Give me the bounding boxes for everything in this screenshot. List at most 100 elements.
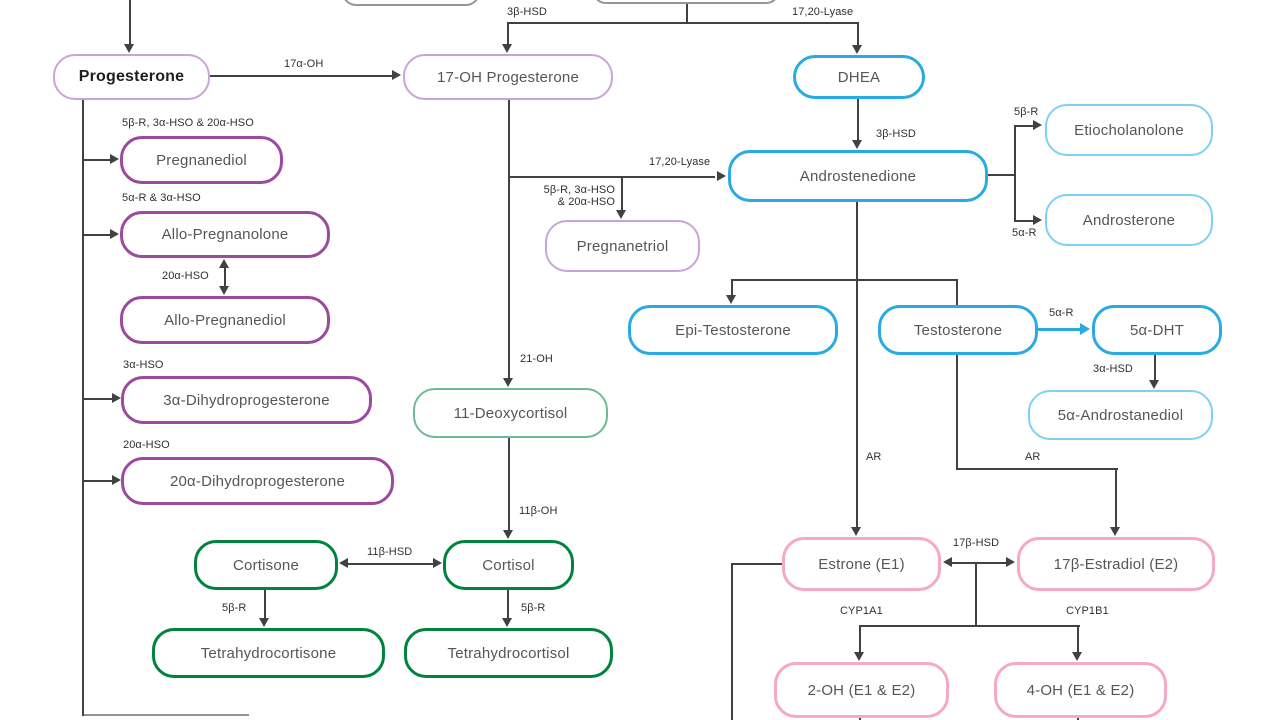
label-3b-hsd-andro: 3β-HSD [876,128,916,140]
label-11b-oh: 11β-OH [519,505,558,517]
edge-cortisone-cortisol [347,563,434,565]
label-5b-r-cortisone: 5β-R [222,602,247,614]
node-progesterone: Progesterone [53,54,210,100]
edge-2oh-stub [859,716,861,720]
edge-to-pregnanediol [83,159,110,161]
arrowhead [433,558,442,568]
arrowhead [1033,120,1042,130]
node-cortisone: Cortisone [194,540,338,590]
node-20a-dihydroprogesterone: 20α-Dihydroprogesterone [121,457,394,505]
edge-estrogen-split [859,625,1080,627]
label-3b-hsd: 3β-HSD [507,6,547,18]
edge-to-epi-testosterone [731,279,733,296]
label-17-20-lyase-andro: 17,20-Lyase [649,156,711,168]
edge-progesterone-trunk [82,100,84,716]
label-cyp1a1: CYP1A1 [840,605,883,617]
edge-estrone-left-v [731,563,733,720]
edge-into-progesterone [129,0,131,45]
cutoff-box-top-left [342,0,480,6]
node-estradiol: 17β-Estradiol (E2) [1017,537,1215,591]
arrowhead [110,229,119,239]
label-11b-hsd: 11β-HSD [367,546,413,558]
node-17oh-progesterone: 17-OH Progesterone [403,54,613,100]
edge-dht-androstanediol [1154,355,1156,381]
node-cortisol: Cortisol [443,540,574,590]
node-androsterone: Androsterone [1045,194,1213,246]
node-5a-dht: 5α-DHT [1092,305,1222,355]
edge-testosterone-dht [1038,328,1080,331]
edge-estrone-left-h [732,563,782,565]
edge-testosterone-estradiol-v [1115,468,1117,529]
node-estrone: Estrone (E1) [782,537,941,591]
edge-to-2oh [859,625,861,653]
arrowhead [503,530,513,539]
arrowhead [851,527,861,536]
label-allo-pregnanolone-enzymes: 5α-R & 3α-HSO [122,192,201,204]
node-etiocholanolone: Etiocholanolone [1045,104,1213,156]
node-allo-pregnanolone: Allo-Pregnanolone [120,211,330,258]
edge-estrogen-stem [975,563,977,627]
arrowhead [219,259,229,268]
arrowhead [110,154,119,164]
label-pregnanetriol-enzymes-1: 5β-R, 3α-HSO [543,184,615,196]
label-5b-r-etio: 5β-R [1014,106,1039,118]
node-11-deoxycortisol: 11-Deoxycortisol [413,388,608,438]
edge-estrone-estradiol [950,562,1008,564]
node-tetrahydrocortisol: Tetrahydrocortisol [404,628,613,678]
label-5b-r-cortisol: 5β-R [521,602,546,614]
arrowhead [112,393,121,403]
arrowhead [943,557,952,567]
node-pregnanetriol: Pregnanetriol [545,220,700,272]
arrowhead [852,45,862,54]
label-ar-left: AR [866,451,882,463]
arrowhead [124,44,134,53]
node-4oh-catechol: 4-OH (E1 & E2) [994,662,1167,718]
edge-allo-pregnanolone-pregnanediol [224,263,226,291]
node-epi-testosterone: Epi-Testosterone [628,305,838,355]
label-pregnanetriol-enzymes-2: & 20α-HSO [557,196,615,208]
arrowhead [1006,557,1015,567]
edge-to-etiocholanolone [1014,125,1033,127]
label-17-20-lyase: 17,20-Lyase [792,6,854,18]
node-5a-androstanediol: 5α-Androstanediol [1028,390,1213,440]
arrowhead [1149,380,1159,389]
node-androstenedione: Androstenedione [728,150,988,202]
arrowhead [339,558,348,568]
arrowhead [1110,527,1120,536]
arrowhead [502,44,512,53]
label-17a-oh: 17α-OH [284,58,324,70]
arrowhead [259,618,269,627]
node-pregnanediol: Pregnanediol [120,136,283,184]
node-dhea: DHEA [793,55,925,99]
label-17b-hsd: 17β-HSD [953,537,1000,549]
edge-deoxycortisol-cortisol [508,438,510,532]
edge-cortisol-thf [507,590,509,621]
cutoff-box-top-right [592,0,780,4]
node-allo-pregnanediol: Allo-Pregnanediol [120,296,330,344]
edge-top-split [507,22,858,24]
edge-17oh-trunk [508,100,510,380]
label-21-oh: 21-OH [520,353,553,365]
arrowhead [1033,215,1042,225]
arrowhead [112,475,121,485]
arrowhead [717,171,726,181]
arrowhead [1072,652,1082,661]
edge-to-20a-dihydroprogesterone [83,480,112,482]
edge-andro-estrone [856,202,858,530]
arrowhead [852,140,862,149]
arrowhead [854,652,864,661]
edge-17oh-androstenedione [508,176,715,178]
edge-testosterone-branch [732,279,958,281]
arrowhead [1080,323,1090,335]
edge-to-4oh [1077,625,1079,653]
label-cyp1b1: CYP1B1 [1066,605,1109,617]
arrowhead [392,70,401,80]
edge-4oh-stub [1077,716,1079,720]
node-testosterone: Testosterone [878,305,1038,355]
edge-to-dhea [857,22,859,46]
node-2oh-catechol: 2-OH (E1 & E2) [774,662,949,718]
edge-to-17oh-progesterone [507,22,509,45]
label-ar-right: AR [1025,451,1041,463]
arrowhead [503,378,513,387]
